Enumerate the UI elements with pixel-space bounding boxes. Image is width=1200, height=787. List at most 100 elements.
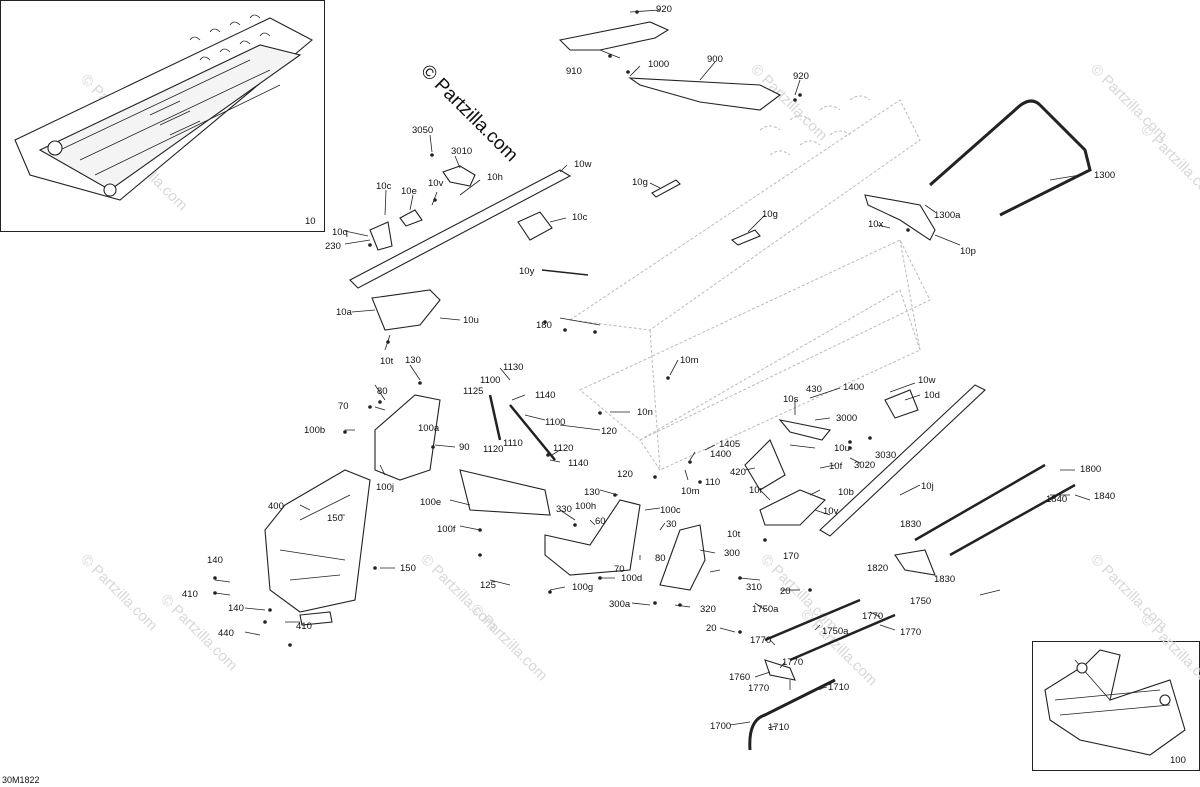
callout: 170 (783, 551, 799, 562)
callout: 125 (480, 580, 496, 591)
callout: 1140 (535, 390, 555, 401)
callout: 140 (207, 555, 223, 566)
callout: 10s (783, 394, 799, 405)
callout: 100f (437, 524, 456, 535)
callout: 20 (706, 623, 717, 634)
callout: 320 (700, 604, 716, 615)
callout-labels: 920 910 1000 900 920 3050 3010 10w 10c 1… (182, 4, 1115, 733)
callout: 3010 (451, 146, 472, 157)
callout: 150 (327, 513, 343, 524)
parts (264, 21, 1092, 751)
watermark: © Partzilla.com (757, 551, 840, 634)
watermark: © Partzilla.com (467, 601, 550, 684)
callout: 10m (681, 486, 700, 497)
callout: 10h (487, 172, 503, 183)
inset-tunnel-drawing (14, 14, 313, 201)
callout: 100g (572, 582, 593, 593)
callout: 1700 (710, 721, 731, 732)
callout: 1400 (843, 382, 864, 393)
callout: 10d (924, 390, 940, 401)
callout: 130 (584, 487, 600, 498)
callout: 100e (420, 497, 441, 508)
callout: 1710 (828, 682, 849, 693)
callout: 10v (428, 178, 444, 189)
callout: 90 (459, 442, 470, 453)
callout: 10t (380, 356, 394, 367)
callout: 70 (614, 564, 625, 575)
callout: 1405 (719, 439, 740, 450)
callout: 180 (536, 320, 552, 331)
callout: 3050 (412, 125, 433, 136)
inset-label: 100 (1170, 755, 1186, 766)
callout: 1830 (900, 519, 921, 530)
callout: 310 (746, 582, 762, 593)
callout: 1840 (1046, 494, 1067, 505)
callout: 10f (829, 461, 843, 472)
callout: 910 (566, 66, 582, 77)
callout: 1770 (862, 611, 883, 622)
callout: 1750 (910, 596, 931, 607)
callout: 1100 (480, 375, 500, 386)
callout: 10u (834, 443, 850, 454)
callout: 80 (655, 553, 666, 564)
callout: 430 (806, 384, 822, 395)
callout: 10g (762, 209, 778, 220)
callout: 10t (727, 529, 741, 540)
callout: 1840 (1094, 491, 1115, 502)
callout: 10e (401, 186, 417, 197)
callout: 300a (609, 599, 631, 610)
callout: 1130 (503, 362, 523, 373)
callout: 1300 (1094, 170, 1115, 181)
callout: 10m (680, 355, 699, 366)
callout: 1770 (900, 627, 921, 638)
callout: 10a (336, 307, 353, 318)
ghost-tunnel (568, 95, 931, 471)
callout: 70 (338, 401, 349, 412)
callout: 130 (405, 355, 421, 366)
callout: 1120 (553, 443, 573, 454)
callout: 10w (574, 159, 592, 170)
callout: 10n (637, 407, 653, 418)
callout: 100b (304, 425, 325, 436)
callout: 150 (400, 563, 416, 574)
callout: 100a (418, 423, 440, 434)
callout: 1100 (545, 417, 565, 428)
callout: 10w (918, 375, 936, 386)
callout: 1750a (752, 604, 779, 615)
callout: 30 (666, 519, 677, 530)
callout: 1770 (782, 657, 803, 668)
inset-label: 10 (305, 216, 316, 227)
callout: 100c (660, 505, 681, 516)
callout: 1140 (568, 458, 588, 469)
callout: 1120 (483, 444, 503, 455)
callout: 100d (621, 573, 642, 584)
callout: 3000 (836, 413, 857, 424)
callout: 10u (463, 315, 479, 326)
callout: 10c (572, 212, 588, 223)
callout: 20 (780, 586, 791, 597)
callout: 1830 (934, 574, 955, 585)
callout: 300 (724, 548, 740, 559)
callout: 1400 (710, 449, 731, 460)
callout: 420 (730, 467, 746, 478)
callout: 10x (868, 219, 884, 230)
callout: 10r (749, 485, 763, 496)
callout: 920 (656, 4, 672, 15)
callout: 1800 (1080, 464, 1101, 475)
callout: 120 (617, 469, 633, 480)
inset-frame-drawing (1044, 649, 1186, 756)
leader-lines (214, 9, 1091, 729)
watermark: © Partzilla.com (77, 551, 160, 634)
callout: 10g (632, 177, 648, 188)
callout: 1820 (867, 563, 888, 574)
callout: 120 (601, 426, 617, 437)
callout: 10v (823, 506, 839, 517)
callout: 100j (376, 482, 394, 493)
callout: 110 (705, 477, 720, 488)
callout: 440 (218, 628, 234, 639)
callout: 140 (228, 603, 244, 614)
callout: 230 (325, 241, 341, 252)
callout: 410 (296, 621, 312, 632)
